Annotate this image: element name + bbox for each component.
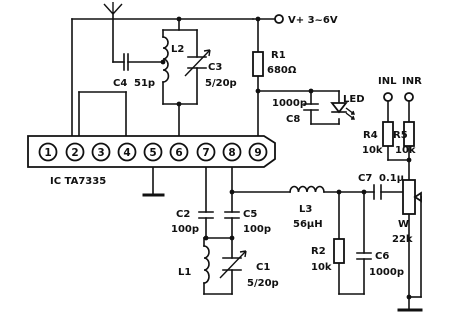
variable-capacitor-c3	[184, 49, 211, 77]
ic-pin-9-label: 9	[254, 147, 261, 159]
capacitor-c6	[356, 252, 372, 260]
ic-pin-3-label: 3	[97, 147, 104, 159]
ic-pin-5	[143, 142, 163, 162]
c6-value: 1000p	[369, 267, 404, 278]
r1-value: 680Ω	[267, 65, 297, 76]
c1-ref: C1	[256, 262, 270, 273]
ic-pin-4	[117, 142, 137, 162]
capacitor-c7	[373, 184, 382, 200]
c2-value: 100p	[171, 224, 199, 235]
inl-terminal	[383, 92, 393, 102]
ic-pin-6	[169, 142, 189, 162]
ic-pin-1-label: 1	[44, 147, 51, 159]
c7-ref: C7	[358, 173, 372, 184]
ic-pin-4-label: 4	[123, 147, 130, 159]
ic-pin-5-label: 5	[149, 147, 156, 159]
w-ref: W	[398, 219, 409, 230]
inductor-l3	[289, 185, 325, 193]
r5-ref: R5	[393, 130, 408, 141]
c2-ref: C2	[176, 209, 190, 220]
l1-ref: L1	[178, 267, 191, 278]
l3-ref: L3	[299, 204, 312, 215]
led-ref: LED	[343, 94, 365, 105]
ic-label: IC TA7335	[50, 176, 106, 187]
capacitor-c8	[303, 103, 319, 111]
ic-pin-7	[196, 142, 216, 162]
r2-ref: R2	[311, 246, 326, 257]
r4-value: 10k	[362, 145, 383, 156]
supply-label: V+ 3~6V	[288, 15, 338, 26]
r5-value: 10k	[395, 145, 416, 156]
l2-ref: L2	[171, 44, 184, 55]
inductor-l2	[162, 36, 170, 83]
ic-pin-6-label: 6	[175, 147, 182, 159]
l3-value: 56μH	[293, 219, 323, 230]
capacitor-c2	[198, 211, 214, 219]
c4-ref: C4	[113, 78, 127, 89]
capacitor-c5	[224, 211, 240, 219]
inl-label: INL	[378, 76, 397, 87]
ic-pin-9	[248, 142, 268, 162]
capacitor-c4	[123, 53, 129, 71]
c3-value: 5/20p	[205, 78, 237, 89]
c8-value: 1000p	[272, 98, 307, 109]
potentiometer-w	[402, 179, 422, 215]
ic-pin-2-label: 2	[71, 147, 78, 159]
r1-ref: R1	[271, 50, 286, 61]
ic-pins: 1 2 3 4 5 6 7 8 9	[38, 142, 268, 162]
inductor-l1	[203, 245, 210, 284]
ic-pin-8-label: 8	[228, 147, 235, 159]
resistor-r5	[403, 121, 415, 147]
r4-ref: R4	[363, 130, 378, 141]
ic-pin-7-label: 7	[202, 147, 209, 159]
c6-ref: C6	[375, 251, 389, 262]
inr-label: INR	[402, 76, 422, 87]
led-diode	[330, 102, 355, 120]
antenna-symbol	[103, 2, 123, 15]
junction-dots	[160, 16, 412, 300]
c5-value: 100p	[243, 224, 271, 235]
variable-capacitor-c1	[219, 250, 247, 279]
ic-pin-8	[222, 142, 242, 162]
resistor-r1	[252, 51, 264, 77]
r2-value: 10k	[311, 262, 332, 273]
ic-pin-2	[65, 142, 85, 162]
c3-ref: C3	[208, 62, 222, 73]
c4-value: 51p	[134, 78, 155, 89]
w-value: 22k	[392, 234, 413, 245]
c5-ref: C5	[243, 209, 257, 220]
c7-value: 0.1μ	[379, 173, 405, 184]
resistor-r2	[333, 238, 345, 264]
ic-pin-1	[38, 142, 58, 162]
ic-pin-3	[91, 142, 111, 162]
resistor-r4	[382, 121, 394, 147]
c1-value: 5/20p	[247, 278, 279, 289]
inr-terminal	[404, 92, 414, 102]
c8-ref: C8	[286, 114, 300, 125]
supply-terminal	[274, 14, 284, 24]
